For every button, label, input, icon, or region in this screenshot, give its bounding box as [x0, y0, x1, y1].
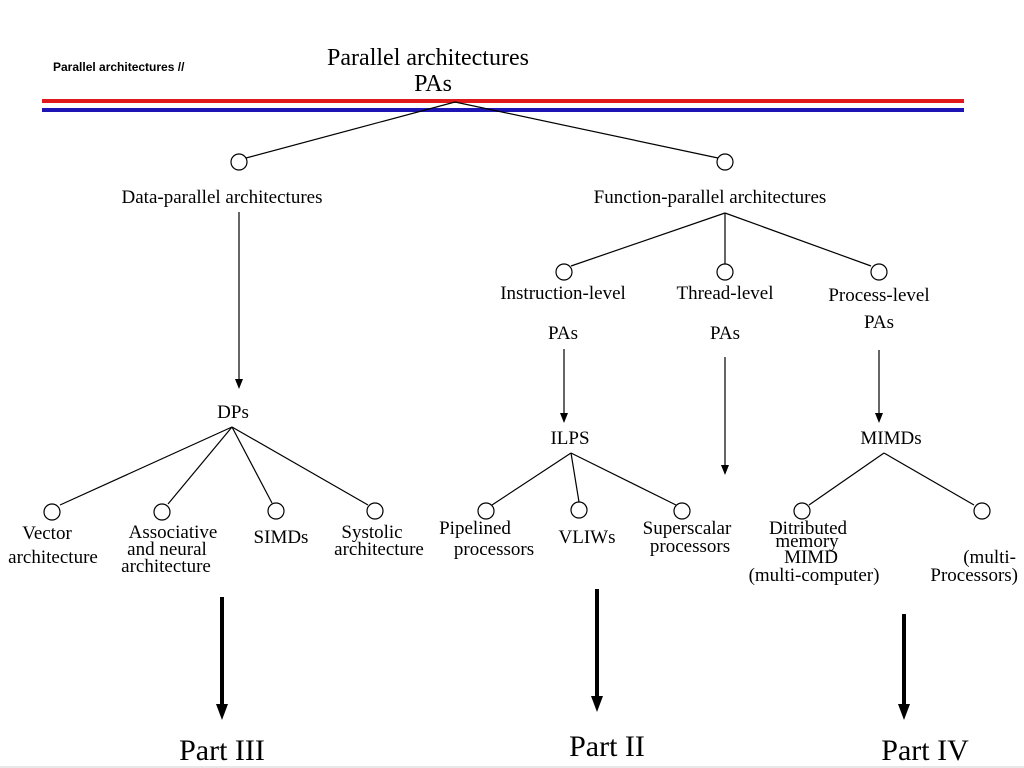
bottom-divider [0, 766, 1024, 768]
node-distributed [793, 502, 811, 520]
node-associative [153, 503, 171, 521]
label-vliws: VLIWs [558, 527, 616, 548]
label-mimds: MIMDs [860, 428, 922, 449]
node-instruction-level [555, 263, 573, 281]
title-line2: PAs [414, 71, 452, 97]
label-part-iv: Part IV [881, 734, 969, 767]
label-thread-pas: PAs [710, 323, 740, 344]
title-line1: Parallel architectures [327, 45, 529, 71]
label-part-ii: Part II [569, 730, 645, 763]
label-data-parallel: Data-parallel architectures [121, 187, 323, 208]
label-distributed: Ditributed [768, 518, 848, 539]
label-systolic: Systolic [341, 522, 403, 543]
bold-arrows [216, 589, 910, 720]
node-simds [267, 502, 285, 520]
label-multi: (multi- [963, 547, 1016, 568]
label-associative-architecture: architecture [121, 556, 211, 577]
label-part-iii: Part III [179, 734, 265, 767]
node-vector [43, 503, 61, 521]
slide-small-title: Parallel architectures // [53, 60, 185, 74]
node-pipelined [477, 502, 495, 520]
node-shared [973, 502, 991, 520]
label-systolic-architecture: architecture [334, 539, 424, 560]
label-and-neural: and neural [127, 539, 207, 560]
node-process-level [870, 263, 888, 281]
label-instruction-level: Instruction-level [500, 283, 626, 304]
label-associative: Associative [128, 522, 218, 543]
label-process-level: Process-level [828, 285, 930, 306]
label-thread-level: Thread-level [676, 283, 774, 304]
label-pipelined-processors: processors [453, 539, 535, 560]
label-multi-processors: Processors) [930, 565, 1018, 586]
label-simds: SIMDs [253, 527, 309, 548]
node-systolic [366, 502, 384, 520]
label-memory: memory [775, 531, 839, 552]
label-dps: DPs [217, 402, 249, 423]
label-vector-architecture: architecture [8, 547, 98, 568]
label-process-pas: PAs [864, 312, 894, 333]
label-superscalar-processors: processors [649, 536, 731, 557]
node-thread-level [716, 263, 734, 281]
label-mimd: MIMD [784, 547, 838, 568]
label-multi-computer: (multi-computer) [748, 565, 880, 586]
node-superscalar [673, 502, 691, 520]
node-circles [43, 153, 991, 521]
label-instruction-pas: PAs [548, 323, 578, 344]
node-function-parallel [716, 153, 734, 171]
edges [59, 101, 975, 506]
label-superscalar: Superscalar [642, 518, 732, 539]
node-vliws [570, 501, 588, 519]
thin-arrows [235, 212, 883, 475]
label-vector: Vector [22, 523, 72, 544]
label-pipelined: Pipelined [439, 518, 511, 539]
label-ilps: ILPS [550, 428, 590, 449]
label-function-parallel: Function-parallel architectures [593, 187, 827, 208]
node-data-parallel [230, 153, 248, 171]
